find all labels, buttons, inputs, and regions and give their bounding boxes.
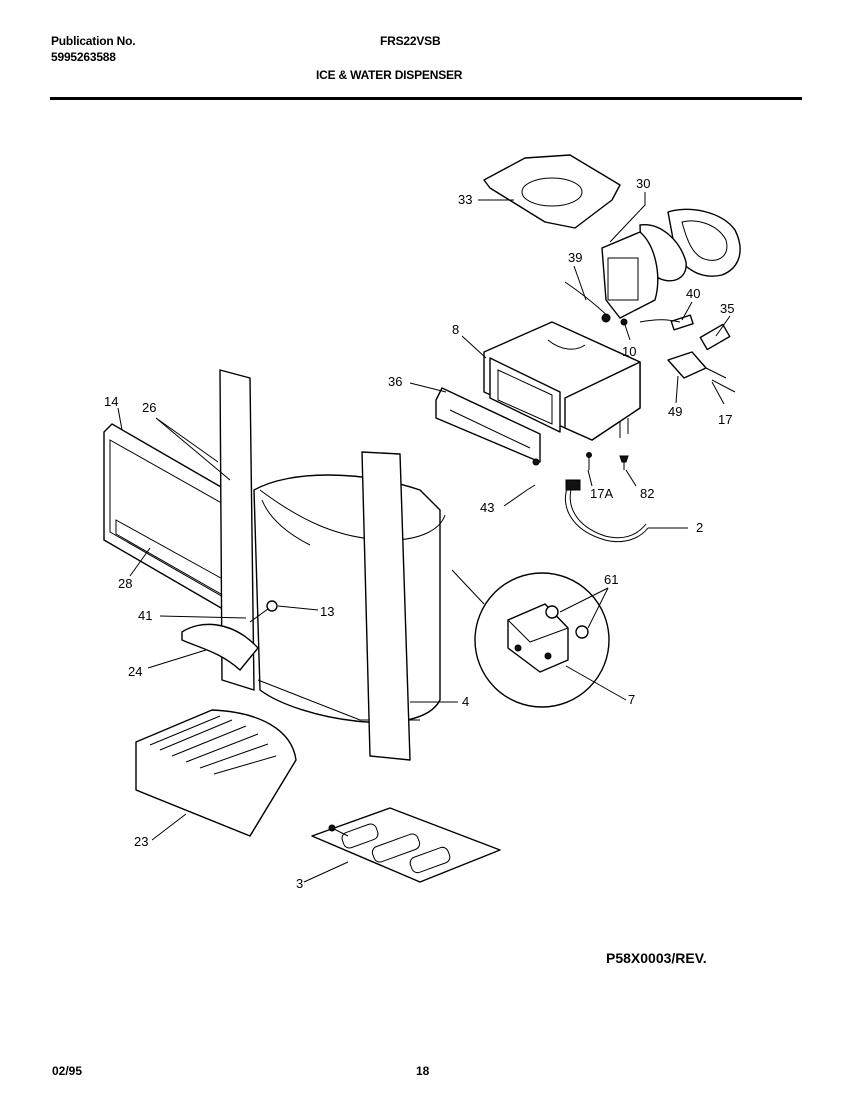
callout-17a: 17A	[590, 486, 613, 501]
callout-17: 17	[718, 412, 732, 427]
header-rule	[50, 97, 802, 100]
part-23-ice-tray	[135, 709, 297, 837]
leader-lines	[117, 192, 731, 883]
callout-10: 10	[622, 344, 636, 359]
callout-82: 82	[640, 486, 654, 501]
callout-39: 39	[568, 250, 582, 265]
publication-label: Publication No.	[51, 34, 136, 48]
callout-2: 2	[696, 520, 703, 535]
detail-switch-circle	[451, 569, 610, 708]
callout-49: 49	[668, 404, 682, 419]
part-24-lever-41-13	[181, 600, 278, 671]
callout-7: 7	[628, 692, 635, 707]
callout-35: 35	[720, 301, 734, 316]
callout-41: 41	[138, 608, 152, 623]
callout-13: 13	[320, 604, 334, 619]
callout-3: 3	[296, 876, 303, 891]
part-frame-recess	[219, 369, 446, 724]
screws-17a-82-43	[526, 452, 629, 491]
callout-28: 28	[118, 576, 132, 591]
part-3-heater-pad	[311, 807, 501, 883]
callout-33: 33	[458, 192, 472, 207]
callout-40: 40	[686, 286, 700, 301]
footer-page-number: 18	[416, 1064, 430, 1078]
callout-4: 4	[462, 694, 469, 709]
section-title: ICE & WATER DISPENSER	[316, 68, 463, 82]
part-8-dispenser-housing	[483, 321, 641, 441]
part-30-chute-door	[601, 208, 741, 319]
callout-36: 36	[388, 374, 402, 389]
callout-43: 43	[480, 500, 494, 515]
part-39-40-35-10-solenoid-parts	[564, 281, 736, 393]
publication-number: 5995263588	[51, 50, 116, 64]
model-number: FRS22VSB	[380, 34, 441, 48]
footer-date: 02/95	[52, 1064, 83, 1078]
callout-23: 23	[134, 834, 148, 849]
part-36-front-bracket	[435, 387, 541, 466]
callout-14: 14	[104, 394, 118, 409]
callout-24: 24	[128, 664, 142, 679]
callout-26: 26	[142, 400, 156, 415]
callout-labels: 33 30 39 40 35 8 10 36 49 17 14 26 17A 8…	[104, 176, 734, 891]
callout-8: 8	[452, 322, 459, 337]
part-4-side-panel	[361, 451, 411, 761]
part-33-top-cover	[483, 154, 621, 229]
drawing-reference: P58X0003/REV.	[606, 950, 707, 966]
part-2-wire-harness	[564, 479, 649, 543]
callout-61: 61	[604, 572, 618, 587]
callout-30: 30	[636, 176, 650, 191]
